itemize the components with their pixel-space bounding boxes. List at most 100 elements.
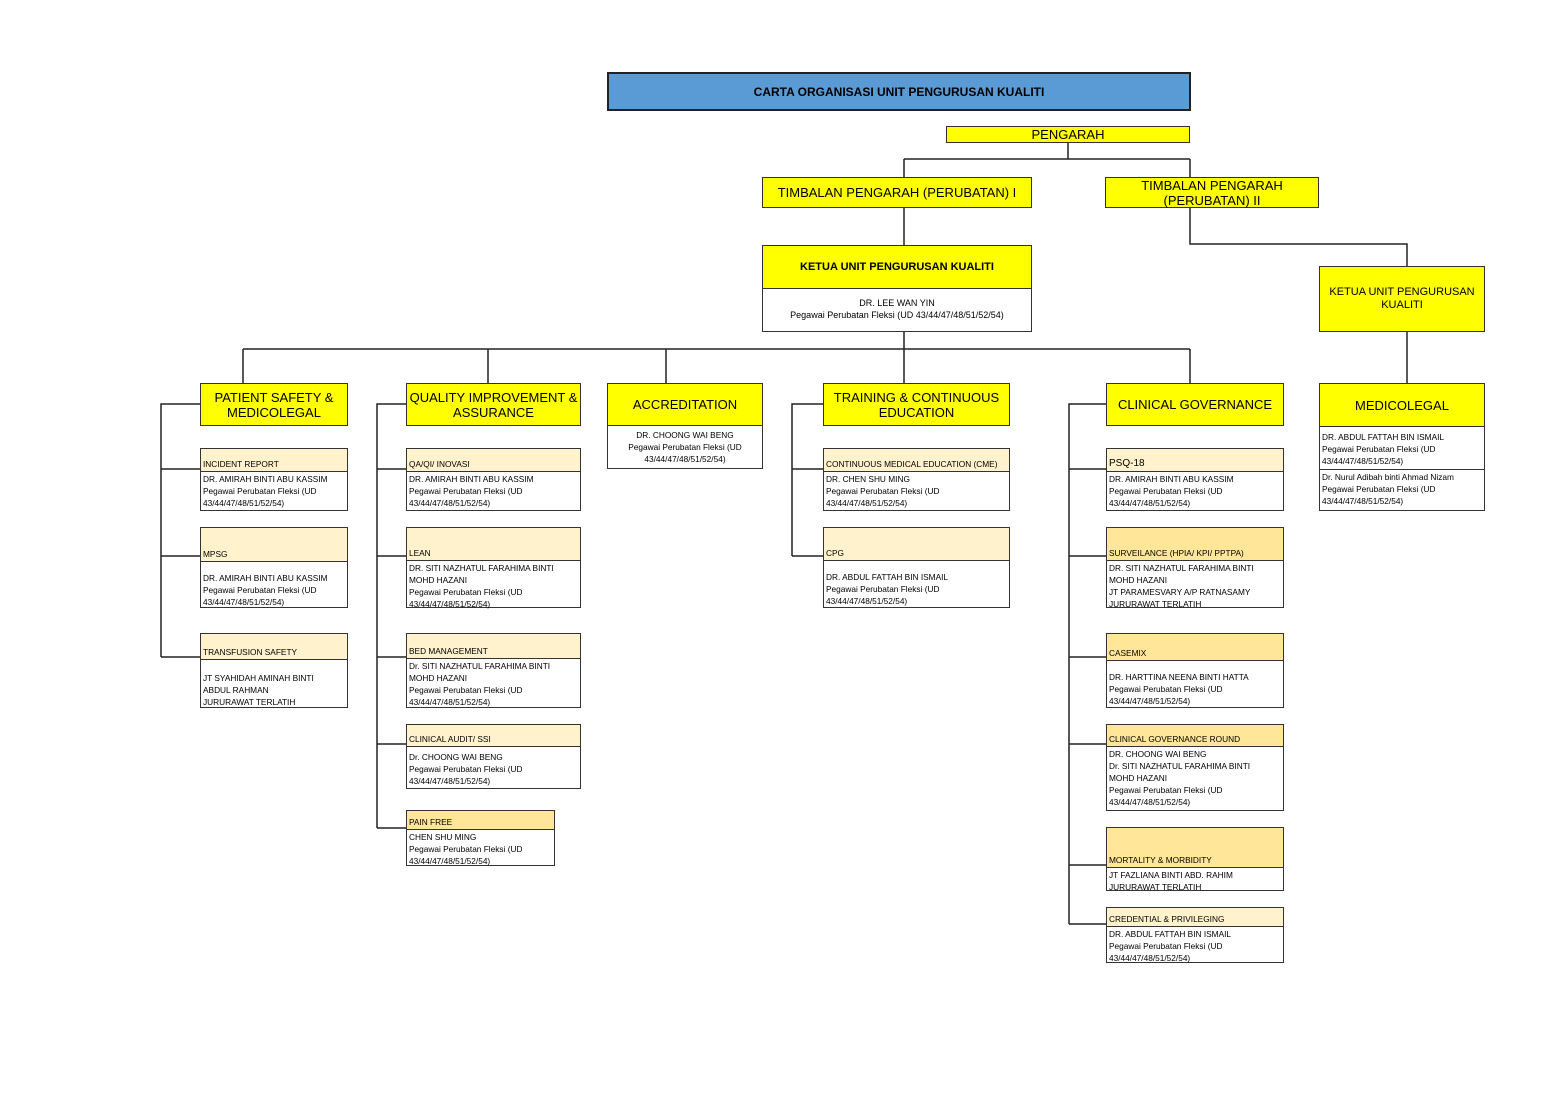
member-line: JT PARAMESVARY A/P RATNASAMY xyxy=(1109,587,1251,597)
member-line: DR. ABDUL FATTAH BIN ISMAIL xyxy=(1322,432,1445,442)
member-line: 43/44/47/48/51/52/54) xyxy=(1322,456,1404,466)
member-line: Pegawai Perubatan Fleksi (UD xyxy=(1322,484,1436,494)
member-line: 43/44/47/48/51/52/54) xyxy=(409,599,491,609)
member-line: MOHD HAZANI xyxy=(409,673,468,683)
member-line: DR. SITI NAZHATUL FARAHIMA BINTI xyxy=(1109,563,1254,573)
member-line: DR. ABDUL FATTAH BIN ISMAIL xyxy=(1109,929,1232,939)
member-line: Pegawai Perubatan Fleksi (UD xyxy=(628,442,742,452)
ketua-unit-1-title: KETUA UNIT PENGURUSAN KUALITI xyxy=(762,245,1032,289)
member-line: Pegawai Perubatan Fleksi (UD xyxy=(409,587,523,597)
unit-incident-report: INCIDENT REPORT DR. AMIRAH BINTI ABU KAS… xyxy=(200,448,348,511)
unit-head: MPSG xyxy=(201,528,347,562)
member-line: DR. SITI NAZHATUL FARAHIMA BINTI xyxy=(409,563,554,573)
unit-head: CREDENTIAL & PRIVILEGING xyxy=(1107,908,1283,927)
unit-clinical-audit-ssi: CLINICAL AUDIT/ SSI Dr. CHOONG WAI BENG P… xyxy=(406,724,581,789)
accreditation-header: ACCREDITATION xyxy=(607,383,763,426)
member-line: MOHD HAZANI xyxy=(1109,773,1168,783)
member-line: 43/44/47/48/51/52/54) xyxy=(203,498,285,508)
ketua-unit-1-name: DR. LEE WAN YIN xyxy=(859,298,935,308)
pengarah-box: PENGARAH xyxy=(946,126,1190,143)
unit-transfusion-safety: TRANSFUSION SAFETY JT SYAHIDAH AMINAH BI… xyxy=(200,633,348,708)
training-header: TRAINING & CONTINUOUS EDUCATION xyxy=(823,383,1010,426)
unit-credential-privileging: CREDENTIAL & PRIVILEGING DR. ABDUL FATTA… xyxy=(1106,907,1284,963)
unit-head: PAIN FREE xyxy=(407,811,554,830)
unit-qa-qi-inovasi: QA/QI/ INOVASI DR. AMIRAH BINTI ABU KASS… xyxy=(406,448,581,511)
member-line: Dr. SITI NAZHATUL FARAHIMA BINTI xyxy=(1109,761,1251,771)
member-line: JURURAWAT TERLATIH xyxy=(1109,882,1202,892)
member-line: 43/44/47/48/51/52/54) xyxy=(1109,696,1191,706)
unit-head: CLINICAL AUDIT/ SSI xyxy=(407,725,580,747)
member-line: DR. AMIRAH BINTI ABU KASSIM xyxy=(203,573,328,583)
member-line: DR. CHEN SHU MING xyxy=(826,474,910,484)
member-line: 43/44/47/48/51/52/54) xyxy=(1322,496,1404,506)
unit-head: MORTALITY & MORBIDITY xyxy=(1107,828,1283,868)
member-line: 43/44/47/48/51/52/54) xyxy=(1109,498,1191,508)
unit-cme: CONTINUOUS MEDICAL EDUCATION (CME) DR. C… xyxy=(823,448,1010,511)
member-line: MOHD HAZANI xyxy=(409,575,468,585)
member-line: Pegawai Perubatan Fleksi (UD xyxy=(409,764,523,774)
unit-head: BED MANAGEMENT xyxy=(407,634,580,659)
ketua-unit-1-details: DR. LEE WAN YIN Pegawai Perubatan Fleksi… xyxy=(762,289,1032,332)
member-line: 43/44/47/48/51/52/54) xyxy=(409,498,491,508)
member-line: DR. AMIRAH BINTI ABU KASSIM xyxy=(409,474,534,484)
unit-head: LEAN xyxy=(407,528,580,561)
unit-head: TRANSFUSION SAFETY xyxy=(201,634,347,660)
chart-title: CARTA ORGANISASI UNIT PENGURUSAN KUALITI xyxy=(607,72,1191,111)
member-line: 43/44/47/48/51/52/54) xyxy=(409,697,491,707)
member-line: Dr. Nurul Adibah binti Ahmad Nizam xyxy=(1322,472,1454,482)
unit-lean: LEAN DR. SITI NAZHATUL FARAHIMA BINTI MOH… xyxy=(406,527,581,609)
member-line: Pegawai Perubatan Fleksi (UD xyxy=(1109,941,1223,951)
member-line: Pegawai Perubatan Fleksi (UD xyxy=(826,584,940,594)
member-line: Pegawai Perubatan Fleksi (UD xyxy=(1109,785,1223,795)
member-line: Pegawai Perubatan Fleksi (UD xyxy=(409,844,523,854)
member-line: JT SYAHIDAH AMINAH BINTI xyxy=(203,673,314,683)
patient-safety-header: PATIENT SAFETY & MEDICOLEGAL xyxy=(200,383,348,426)
member-line: DR. AMIRAH BINTI ABU KASSIM xyxy=(203,474,328,484)
unit-mortality-morbidity: MORTALITY & MORBIDITY JT FAZLIANA BINTI … xyxy=(1106,827,1284,892)
quality-improvement-header: QUALITY IMPROVEMENT & ASSURANCE xyxy=(406,383,581,426)
member-line: Pegawai Perubatan Fleksi (UD xyxy=(1109,486,1223,496)
medicolegal-header: MEDICOLEGAL xyxy=(1319,383,1485,427)
timbalan-pengarah-2-box: TIMBALAN PENGARAH (PERUBATAN) II xyxy=(1105,177,1319,208)
unit-head: CPG xyxy=(824,528,1009,561)
member-line: 43/44/47/48/51/52/54) xyxy=(203,597,285,607)
member-line: DR. HARTTINA NEENA BINTI HATTA xyxy=(1109,672,1249,682)
member-line: JURURAWAT TERLATIH xyxy=(1109,599,1202,609)
member-line: Pegawai Perubatan Fleksi (UD xyxy=(409,486,523,496)
unit-head: SURVEILANCE (HPIA/ KPI/ PPTPA) xyxy=(1107,528,1283,561)
timbalan-pengarah-1-box: TIMBALAN PENGARAH (PERUBATAN) I xyxy=(762,177,1032,208)
member-line: DR. CHOONG WAI BENG xyxy=(1109,749,1207,759)
unit-clinical-governance-round: CLINICAL GOVERNANCE ROUND DR. CHOONG WAI… xyxy=(1106,724,1284,811)
member-line: Dr. SITI NAZHATUL FARAHIMA BINTI xyxy=(409,661,551,671)
unit-bed-management: BED MANAGEMENT Dr. SITI NAZHATUL FARAHIM… xyxy=(406,633,581,708)
unit-surveilance: SURVEILANCE (HPIA/ KPI/ PPTPA) DR. SITI … xyxy=(1106,527,1284,609)
member-line: 43/44/47/48/51/52/54) xyxy=(644,454,726,464)
member-line: Pegawai Perubatan Fleksi (UD xyxy=(1322,444,1436,454)
member-line: 43/44/47/48/51/52/54) xyxy=(409,856,491,866)
ketua-unit-2-title: KETUA UNIT PENGURUSAN KUALITI xyxy=(1319,266,1485,332)
accreditation-details: DR. CHOONG WAI BENG Pegawai Perubatan Fl… xyxy=(607,426,763,469)
member-line: JURURAWAT TERLATIH xyxy=(203,697,296,707)
member-line: 43/44/47/48/51/52/54) xyxy=(826,498,908,508)
member-line: DR. CHOONG WAI BENG xyxy=(636,430,734,440)
member-line: Dr. CHOONG WAI BENG xyxy=(409,752,503,762)
clinical-governance-header: CLINICAL GOVERNANCE xyxy=(1106,383,1284,426)
member-line: 43/44/47/48/51/52/54) xyxy=(1109,797,1191,807)
ketua-unit-1-post: Pegawai Perubatan Fleksi (UD 43/44/47/48… xyxy=(790,310,1004,320)
unit-psq-18: PSQ-18 DR. AMIRAH BINTI ABU KASSIM Pegawa… xyxy=(1106,448,1284,511)
member-line: Pegawai Perubatan Fleksi (UD xyxy=(203,486,317,496)
member-line: 43/44/47/48/51/52/54) xyxy=(826,596,908,606)
member-line: Pegawai Perubatan Fleksi (UD xyxy=(203,585,317,595)
member-line: DR. AMIRAH BINTI ABU KASSIM xyxy=(1109,474,1234,484)
member-line: DR. ABDUL FATTAH BIN ISMAIL xyxy=(826,572,949,582)
medicolegal-member-2: Dr. Nurul Adibah binti Ahmad Nizam Pegaw… xyxy=(1319,470,1485,511)
unit-head: INCIDENT REPORT xyxy=(201,449,347,472)
unit-head: CONTINUOUS MEDICAL EDUCATION (CME) xyxy=(824,449,1009,472)
unit-cpg: CPG DR. ABDUL FATTAH BIN ISMAIL Pegawai P… xyxy=(823,527,1010,608)
member-line: Pegawai Perubatan Fleksi (UD xyxy=(1109,684,1223,694)
member-line: ABDUL RAHMAN xyxy=(203,685,269,695)
unit-mpsg: MPSG DR. AMIRAH BINTI ABU KASSIM Pegawai … xyxy=(200,527,348,608)
unit-head: PSQ-18 xyxy=(1107,449,1283,472)
